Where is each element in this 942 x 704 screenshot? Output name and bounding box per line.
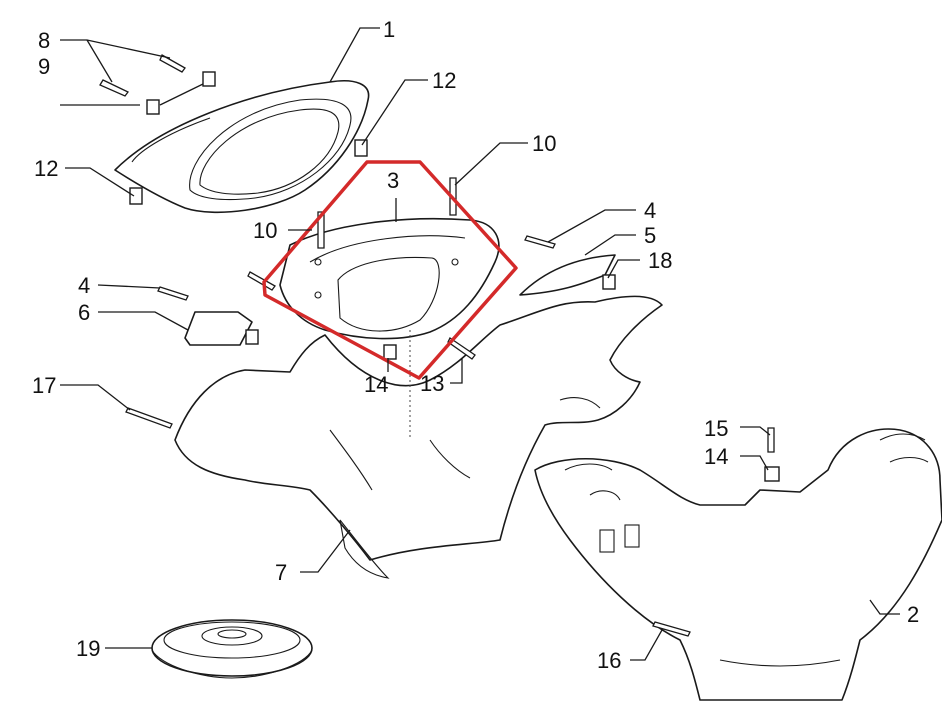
callout-19: 19 (76, 636, 100, 661)
part-19-rubber-disc (151, 619, 313, 679)
callout-9: 9 (38, 54, 50, 79)
callout-4: 4 (78, 273, 90, 298)
callout-10: 10 (253, 218, 277, 243)
callout-13: 13 (420, 371, 444, 396)
callout-14: 14 (704, 444, 728, 469)
callout-2: 2 (907, 602, 919, 627)
callout-labels: 1 8 9 12 12 10 3 10 4 5 18 4 6 17 14 13 … (32, 17, 919, 673)
part-2-rear-handlebar-cover (534, 428, 942, 701)
callout-17: 17 (32, 373, 56, 398)
callout-7: 7 (275, 560, 287, 585)
callout-14: 14 (364, 372, 388, 397)
part-1-headset-cover (114, 80, 370, 214)
part-5-side-pad (519, 254, 616, 296)
part-6-side-pad (184, 311, 253, 346)
screws (99, 54, 775, 637)
callout-16: 16 (597, 648, 621, 673)
callout-10: 10 (532, 131, 556, 156)
part-7-front-handlebar-cover (174, 295, 663, 579)
callout-4: 4 (644, 198, 656, 223)
callout-15: 15 (704, 416, 728, 441)
callout-1: 1 (383, 17, 395, 42)
callout-8: 8 (38, 28, 50, 53)
part-3-instrument-cover (279, 217, 500, 340)
highlight-outline (262, 160, 518, 380)
callout-12: 12 (34, 156, 58, 181)
callout-3: 3 (387, 168, 399, 193)
clips (129, 71, 780, 482)
leader-lines (60, 27, 900, 661)
callout-18: 18 (648, 248, 672, 273)
callout-12: 12 (432, 68, 456, 93)
callout-6: 6 (78, 300, 90, 325)
callout-5: 5 (644, 223, 656, 248)
